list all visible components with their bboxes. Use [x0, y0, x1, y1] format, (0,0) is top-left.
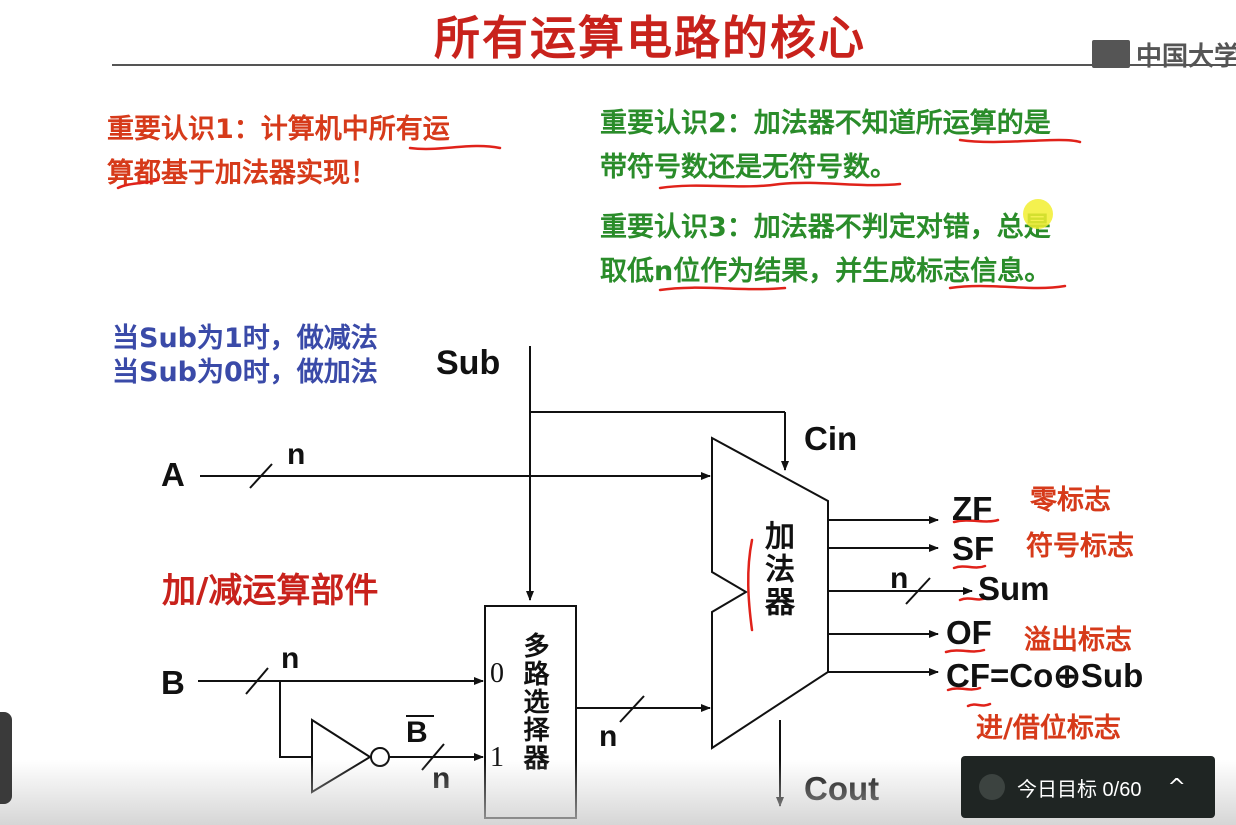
note-3-line-1: 重要认识3：加法器不判定对错，总是	[600, 212, 1051, 243]
of-label: OF	[946, 614, 992, 651]
sum-bus-slash	[905, 577, 931, 605]
sub-explanation-line-1: 当Sub为1时，做减法	[112, 323, 378, 354]
underline-low-n-bits	[658, 286, 787, 292]
underline-sum	[958, 596, 988, 602]
zf-description: 零标志	[1030, 485, 1111, 516]
note-3-line-2: 取低n位作为结果，并生成标志信息。	[600, 256, 1052, 287]
underline-signed-unsigned	[658, 181, 902, 190]
b-label: B	[161, 664, 185, 701]
sub-explanation: 当Sub为1时，做减法 当Sub为0时，做加法	[112, 322, 378, 390]
note-2-line-1: 重要认识2：加法器不知道所运算的是	[600, 108, 1051, 139]
a-width-label: n	[287, 438, 306, 471]
zf-label: ZF	[952, 490, 993, 527]
underline-all	[116, 178, 160, 190]
mux-label: 多路选择器	[519, 632, 549, 772]
progress-ring-icon	[979, 774, 1005, 800]
adder-block	[711, 436, 829, 750]
a-bus-slash	[249, 463, 273, 489]
cf-label: CF=Co⊕Sub	[946, 657, 1144, 694]
bbar-label: B	[406, 716, 428, 749]
note-2: 重要认识2：加法器不知道所运算的是 带符号数还是无符号数。	[600, 102, 1051, 190]
sum-label: Sum	[978, 570, 1050, 607]
inverter-bubble	[370, 747, 390, 767]
mux-out-width-label: n	[599, 720, 618, 753]
cf-description: 进/借位标志	[976, 713, 1121, 744]
logo-text: 中国大学	[1136, 41, 1236, 72]
of-description: 溢出标志	[1024, 625, 1132, 656]
underline-carry-borrow	[966, 702, 992, 708]
underline-of	[944, 648, 986, 654]
sub-explanation-line-2: 当Sub为0时，做加法	[112, 357, 378, 388]
cout-label: Cout	[804, 770, 880, 807]
b-width-label: n	[281, 642, 300, 675]
cin-label: Cin	[804, 420, 858, 457]
mux-input-1: 1	[490, 742, 504, 773]
adder-mark	[747, 538, 754, 632]
underline-sf	[952, 564, 987, 570]
daily-goal-widget[interactable]: 今日目标 0/60 ^	[961, 756, 1215, 818]
daily-goal-text: 今日目标 0/60	[1017, 778, 1142, 801]
note-1-line-1: 重要认识1：计算机中所有运	[107, 114, 450, 145]
a-label: A	[161, 456, 185, 493]
university-logo: 中国大学	[1092, 36, 1236, 72]
underline-flag-info	[948, 284, 1067, 290]
chevron-up-icon[interactable]: ^	[1167, 774, 1186, 800]
title-divider	[112, 64, 1236, 66]
bbar-width-label: n	[432, 762, 451, 795]
underline-what-computes	[958, 138, 1082, 144]
underline-all-ops	[408, 144, 502, 151]
b-to-inverter-wire	[279, 681, 312, 758]
mux-input-0: 0	[490, 658, 504, 689]
underline-cf	[946, 686, 982, 692]
side-panel-handle[interactable]	[0, 712, 12, 804]
b-bus-slash	[245, 667, 269, 695]
sub-label: Sub	[436, 344, 501, 382]
note-1: 重要认识1：计算机中所有运 算都基于加法器实现！	[107, 108, 450, 196]
slide-title: 所有运算电路的核心	[434, 11, 866, 65]
note-1-line-2: 算都基于加法器实现！	[107, 158, 377, 189]
sum-width-label: n	[890, 562, 909, 595]
sf-description: 符号标志	[1026, 531, 1134, 562]
underline-zf	[952, 518, 1000, 524]
inverter-gate	[311, 718, 372, 794]
mux-out-bus-slash	[619, 695, 645, 723]
unit-label: 加/减运算部件	[162, 571, 379, 611]
adder-label: 加法器	[759, 520, 794, 619]
note-3: 重要认识3：加法器不判定对错，总是 取低n位作为结果，并生成标志信息。	[600, 206, 1051, 294]
sf-label: SF	[952, 530, 995, 567]
book-icon	[1092, 40, 1130, 68]
note-2-line-2: 带符号数还是无符号数。	[600, 152, 897, 183]
cursor-highlight	[1023, 199, 1053, 229]
